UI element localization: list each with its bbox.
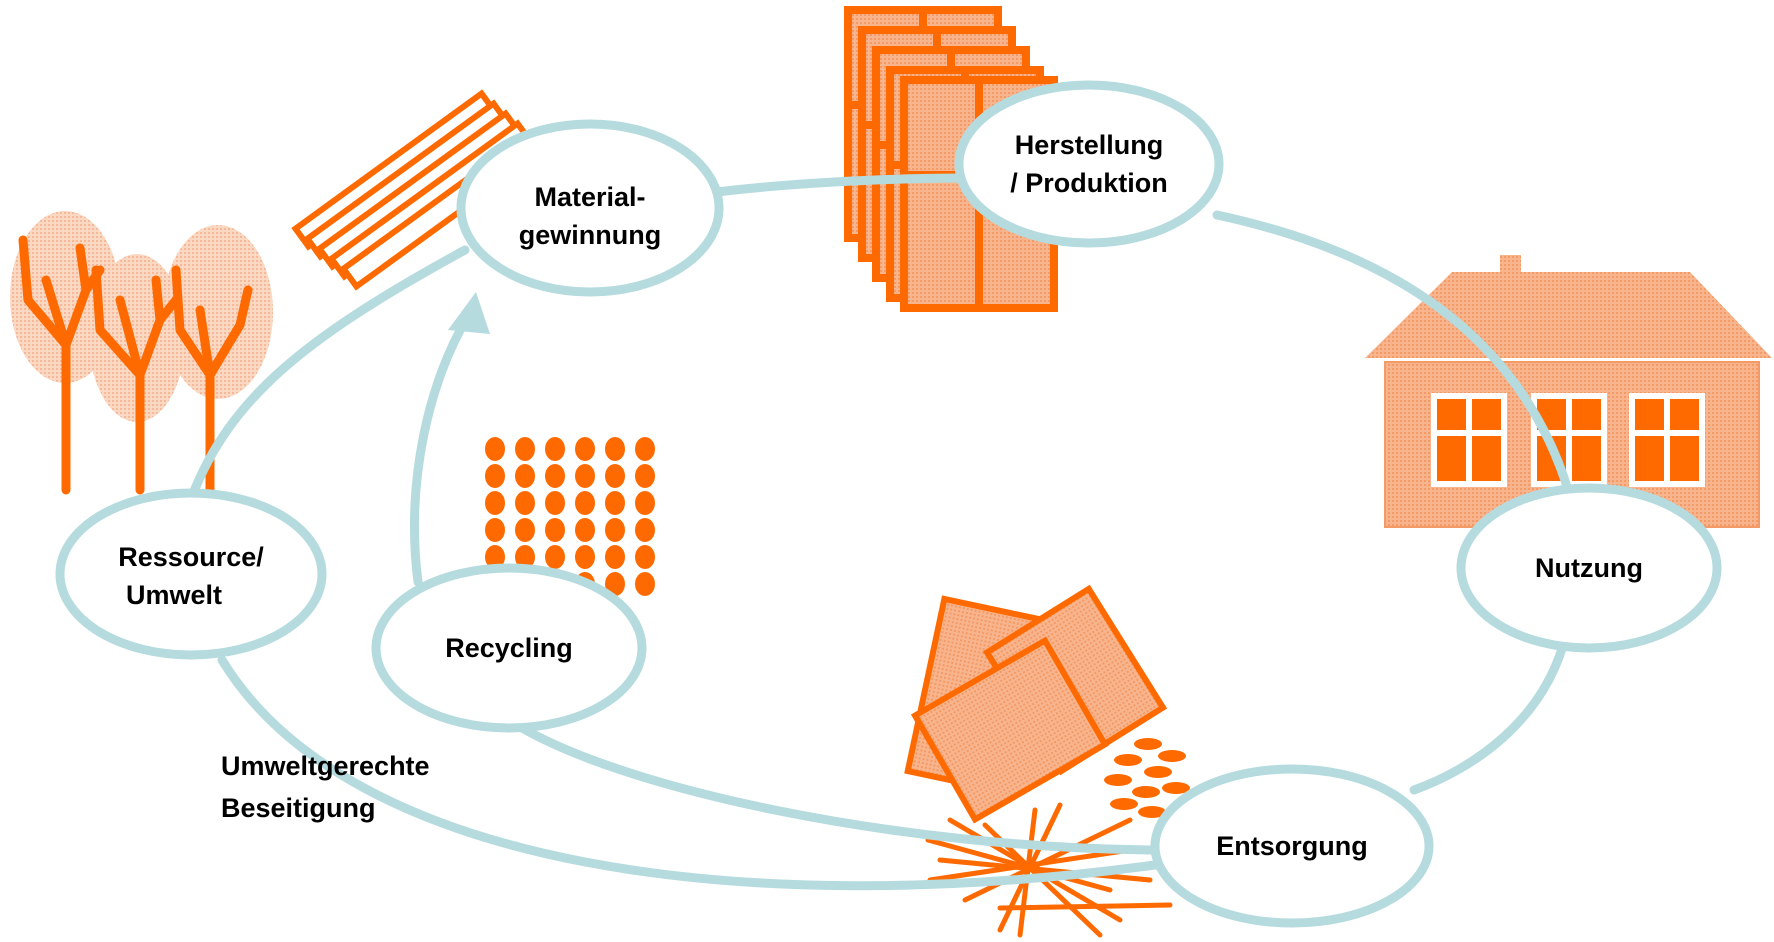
- edge-ressource-material: [187, 245, 470, 501]
- node-herstellung-line-1: Herstellung: [1015, 130, 1164, 160]
- svg-text:Nutzung: Nutzung: [1535, 553, 1643, 583]
- edge-herstellung-nutzung: [1212, 210, 1580, 520]
- node-material-line-2: gewinnung: [519, 220, 661, 250]
- beseitigung-line-1: Umweltgerechte: [221, 751, 430, 781]
- granule: [515, 464, 535, 488]
- node-recycling: Recycling: [371, 563, 647, 733]
- debris-icon: [904, 584, 1190, 938]
- svg-text:Recycling: Recycling: [445, 633, 573, 663]
- node-ressource-line-2: Umwelt: [126, 580, 222, 610]
- granule: [635, 572, 655, 596]
- granule: [545, 545, 565, 569]
- svg-text:Material-gewinnung: Material-gewinnung: [519, 182, 661, 250]
- granule: [515, 491, 535, 515]
- beseitigung-line-2: Beseitigung: [221, 793, 376, 823]
- granule: [485, 464, 505, 488]
- node-material-line-1: Material-: [534, 182, 645, 212]
- svg-text:Herstellung/ Produktion: Herstellung / Produktion: [1010, 130, 1168, 198]
- granule: [605, 518, 625, 542]
- granule: [605, 572, 625, 596]
- granule: [545, 518, 565, 542]
- granule: [545, 464, 565, 488]
- svg-text:Entsorgung: Entsorgung: [1216, 831, 1367, 861]
- edge-nutzung-entsorgung: [1409, 620, 1573, 795]
- node-ressource-line-1: Ressource/: [118, 542, 264, 572]
- granule: [575, 491, 595, 515]
- edge-recycling-material: [410, 313, 472, 587]
- granule: [575, 464, 595, 488]
- node-recycling-label: Recycling: [445, 633, 573, 663]
- granule: [635, 464, 655, 488]
- node-entsorgung: Entsorgung: [1150, 764, 1434, 928]
- granule: [575, 437, 595, 461]
- svg-text:Ressource/Umwelt: Ressource/Umwelt: [118, 542, 264, 610]
- node-nutzung-label: Nutzung: [1535, 553, 1643, 583]
- node-nutzung: Nutzung: [1456, 483, 1722, 653]
- node-herstellung-line-2: / Produktion: [1010, 168, 1168, 198]
- granule: [635, 437, 655, 461]
- granule: [515, 437, 535, 461]
- edge-material-herstellung: [712, 173, 971, 197]
- node-ressource: Ressource/Umwelt: [55, 488, 327, 660]
- granule: [605, 545, 625, 569]
- granule: [545, 491, 565, 515]
- edge-entsorgung-ressource: [217, 655, 1160, 891]
- edge-entsorgung-recycling: [507, 717, 1160, 855]
- granule: [635, 491, 655, 515]
- granule: [485, 491, 505, 515]
- granule: [605, 437, 625, 461]
- granule: [485, 518, 505, 542]
- granule: [515, 518, 535, 542]
- node-material: Material-gewinnung: [456, 119, 724, 297]
- granule: [485, 545, 505, 569]
- granule: [485, 437, 505, 461]
- arrowhead-recycling-material: [448, 292, 490, 334]
- granule: [515, 545, 535, 569]
- granule: [575, 545, 595, 569]
- node-herstellung: Herstellung / Produktion: [954, 80, 1224, 248]
- granule: [635, 545, 655, 569]
- granule: [545, 437, 565, 461]
- cycle-lines: [187, 173, 1580, 891]
- granule: [635, 518, 655, 542]
- granule: [605, 464, 625, 488]
- trees-icon: [10, 211, 273, 495]
- node-entsorgung-label: Entsorgung: [1216, 831, 1367, 861]
- granule: [605, 491, 625, 515]
- granule: [575, 518, 595, 542]
